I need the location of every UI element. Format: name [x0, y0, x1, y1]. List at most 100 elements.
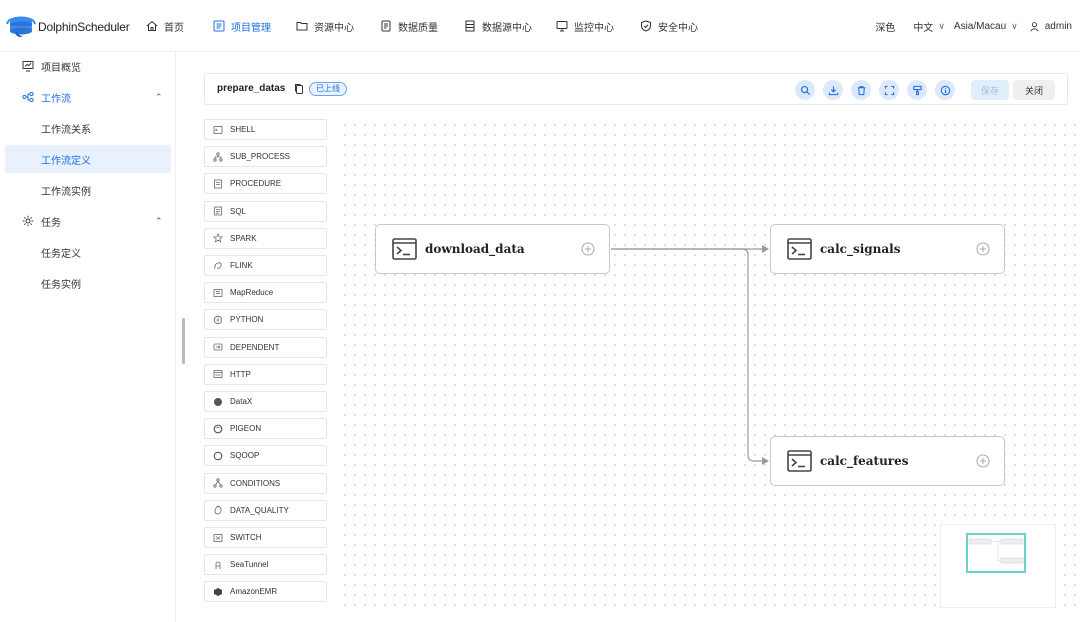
theme-toggle[interactable]: 深色 [875, 22, 896, 34]
app-name: DolphinScheduler [38, 20, 130, 34]
sidebar-item-label: 任务定义 [41, 248, 81, 260]
minimap-preview [968, 538, 1024, 564]
nav-datasource-label: 数据源中心 [482, 22, 532, 34]
palette-item-switch[interactable]: SWITCH [204, 527, 327, 548]
pigeon-icon [213, 424, 223, 434]
sidebar-item-workflow[interactable]: 工作流 ⌃ [0, 83, 171, 111]
sidebar-item-label: 工作流定义 [41, 155, 91, 167]
http-icon [213, 369, 223, 379]
sidebar-item-label: 项目概览 [41, 62, 81, 74]
palette-item-label: SeaTunnel [230, 560, 269, 570]
save-button[interactable]: 保存 [971, 80, 1009, 100]
node-label: calc_signals [820, 242, 901, 256]
format-painter-icon [912, 85, 922, 95]
conditions-icon [213, 478, 223, 488]
dag-node-calc-signals[interactable]: calc_signals [770, 224, 1005, 274]
add-downstream-icon[interactable] [976, 454, 990, 468]
nav-monitor-label: 监控中心 [574, 22, 614, 34]
palette-item-data-quality[interactable]: DATA_QUALITY [204, 499, 327, 521]
minimap[interactable] [940, 524, 1056, 608]
palette-item-mapreduce[interactable]: MapReduce [204, 282, 327, 304]
sidebar-item-label: 任务实例 [41, 279, 81, 291]
palette-item-flink[interactable]: FLINK [204, 255, 327, 276]
nav-datasource-center[interactable]: 数据源中心 [464, 0, 556, 52]
palette-item-python[interactable]: PYTHON [204, 309, 327, 331]
workflow-name: prepare_datas [217, 83, 286, 94]
palette-item-dependent[interactable]: DEPENDENT [204, 336, 327, 358]
palette-item-datax[interactable]: DataX [204, 391, 327, 412]
delete-button[interactable] [851, 80, 871, 100]
python-icon [213, 315, 223, 325]
add-downstream-icon[interactable] [976, 242, 990, 256]
nav-security-center[interactable]: 安全中心 [640, 0, 724, 52]
info-icon [940, 85, 950, 95]
palette-item-label: DATA_QUALITY [230, 505, 289, 515]
palette-item-label: SHELL [230, 125, 256, 134]
nav-monitor-center[interactable]: 监控中心 [556, 0, 640, 52]
nav-home[interactable]: 首页 [146, 0, 213, 52]
palette-item-procedure[interactable]: PROCEDURE [204, 173, 327, 195]
copy-icon[interactable] [294, 83, 304, 95]
palette-item-sql[interactable]: SQL [204, 200, 327, 222]
language-select[interactable]: 中文 ∨ [913, 19, 945, 34]
palette-item-label: AmazonEMR [230, 587, 278, 597]
format-button[interactable] [907, 80, 927, 100]
app-logo[interactable]: DolphinScheduler [6, 14, 130, 40]
monitor-icon [556, 21, 568, 32]
palette-item-sqoop[interactable]: SQOOP [204, 445, 327, 467]
sidebar-item-task-definition[interactable]: 任务定义 [0, 238, 171, 266]
palette-item-amazonemr[interactable]: AmazonEMR [204, 581, 327, 603]
sidebar-item-workflow-relation[interactable]: 工作流关系 [0, 114, 171, 142]
palette-item-shell[interactable]: SHELL [204, 119, 327, 140]
language-value: 中文 [913, 22, 934, 34]
chevron-down-icon: ∨ [938, 20, 945, 31]
fullscreen-button[interactable] [879, 80, 899, 100]
status-badge: 已上线 [309, 82, 347, 96]
nav-quality-label: 数据质量 [398, 22, 438, 34]
palette-item-sub-process[interactable]: SUB_PROCESS [204, 146, 327, 168]
sidebar-item-label: 工作流 [41, 93, 71, 105]
timezone-select[interactable]: Asia/Macau ∨ [954, 21, 1018, 32]
palette-item-http[interactable]: HTTP [204, 363, 327, 385]
nav-resource-center[interactable]: 资源中心 [296, 0, 380, 52]
download-button[interactable] [823, 80, 843, 100]
sidebar-item-workflow-definition[interactable]: 工作流定义 [5, 145, 171, 173]
palette-item-pigeon[interactable]: PIGEON [204, 418, 327, 440]
palette-item-label: DataX [230, 397, 253, 406]
nav-data-quality[interactable]: 数据质量 [380, 0, 464, 52]
palette-item-label: CONDITIONS [230, 478, 281, 488]
minimap-viewport[interactable] [966, 533, 1026, 573]
nav-project-management[interactable]: 项目管理 [213, 0, 296, 52]
sidebar-resize-handle[interactable] [182, 318, 185, 364]
workflow-icon [22, 91, 34, 103]
datax-icon [213, 397, 223, 407]
palette-item-label: FLINK [230, 261, 253, 270]
fullscreen-icon [884, 85, 894, 95]
palette-item-seatunnel[interactable]: SeaTunnel [204, 554, 327, 576]
sidebar-item-task-instance[interactable]: 任务实例 [0, 269, 171, 297]
dag-node-download-data[interactable]: download_data [375, 224, 610, 274]
add-downstream-icon[interactable] [581, 242, 595, 256]
search-icon [800, 85, 810, 95]
sidebar-item-workflow-instance[interactable]: 工作流实例 [0, 176, 171, 204]
download-icon [828, 85, 838, 95]
sidebar-item-overview[interactable]: 项目概览 [0, 52, 171, 80]
palette-item-label: SPARK [230, 233, 257, 243]
chevron-down-icon: ∨ [1011, 20, 1018, 31]
sidebar: 项目概览 工作流 ⌃ 工作流关系 工作流定义 工作流实例 任务 ⌃ 任务定义 任… [0, 52, 176, 622]
sidebar-item-label: 工作流实例 [41, 186, 91, 198]
seatunnel-icon [213, 560, 223, 570]
dag-node-calc-features[interactable]: calc_features [770, 436, 1005, 486]
terminal-icon [787, 450, 812, 472]
close-button[interactable]: 关闭 [1013, 80, 1055, 100]
search-button[interactable] [795, 80, 815, 100]
node-label: calc_features [820, 454, 909, 468]
palette-item-conditions[interactable]: CONDITIONS [204, 472, 327, 494]
amazonemr-icon [213, 587, 223, 597]
palette-item-spark[interactable]: SPARK [204, 227, 327, 249]
user-name: admin [1044, 20, 1072, 32]
user-menu[interactable]: admin [1029, 21, 1072, 32]
sidebar-item-task[interactable]: 任务 ⌃ [0, 207, 171, 235]
quality-icon [381, 20, 391, 32]
info-button[interactable] [935, 80, 955, 100]
